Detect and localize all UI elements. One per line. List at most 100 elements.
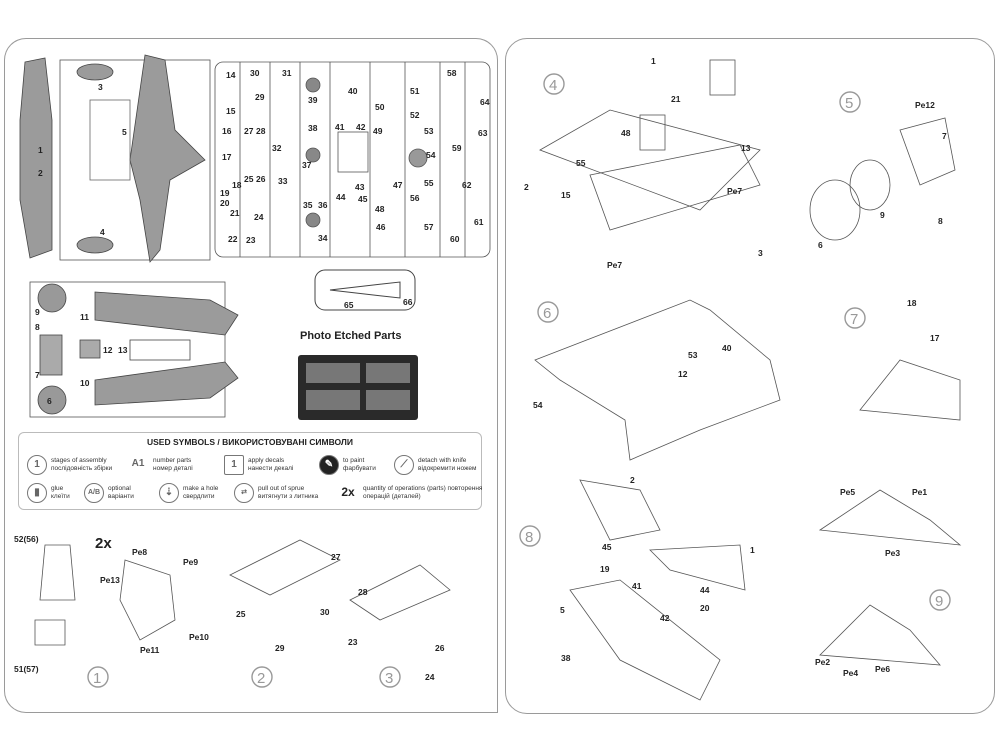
part-label: 24 [425, 672, 435, 682]
part-label: 21 [230, 208, 240, 218]
stage-1-number: 1 [93, 670, 101, 687]
part-label: 13 [118, 345, 128, 355]
stage-icon: 1 [27, 455, 47, 475]
part-label: 30 [320, 607, 330, 617]
stage-7-drawing [859, 359, 961, 421]
part-label: 17 [930, 333, 940, 343]
stage-8-drawing [569, 479, 746, 701]
part-label: 64 [480, 97, 490, 107]
glue-icon: ▮ [27, 483, 47, 503]
part-label: 51 [410, 86, 420, 96]
part-label: 54 [426, 150, 436, 160]
part-label: 53 [688, 350, 698, 360]
stage-2-3-drawing [229, 539, 451, 621]
stage-8-number: 8 [525, 529, 533, 546]
part-label: 48 [621, 128, 631, 138]
part-label: 14 [226, 70, 236, 80]
part-label: 13 [741, 143, 751, 153]
optional-icon: A/B [84, 483, 104, 503]
part-label: 56 [410, 193, 420, 203]
part-label: 12 [678, 369, 688, 379]
part-label: 46 [376, 222, 386, 232]
legend-text: quantity of operations (parts) повторенн… [363, 485, 483, 500]
sprue-c [29, 281, 239, 418]
legend-text: detach with knife відокремити ножем [418, 457, 477, 472]
part-label: 44 [700, 585, 710, 595]
part-label: 1 [38, 145, 43, 155]
part-label: 48 [375, 204, 385, 214]
stage-6-number: 6 [543, 305, 551, 322]
part-label: 2 [524, 182, 529, 192]
part-label: 31 [282, 68, 292, 78]
stage-9-number: 9 [935, 593, 943, 610]
part-label: 27 [244, 126, 254, 136]
part-label: 5 [122, 127, 127, 137]
part-label: 42 [356, 122, 366, 132]
part-label: 65 [344, 300, 354, 310]
part-label: 33 [278, 176, 288, 186]
part-label: 35 [303, 200, 313, 210]
part-label: 9 [35, 307, 40, 317]
part-label: 51(57) [14, 664, 39, 674]
part-label: Pe9 [183, 557, 199, 567]
part-label: 18 [907, 298, 917, 308]
part-label: 52(56) [14, 534, 39, 544]
part-label: 58 [447, 68, 457, 78]
part-label: 21 [671, 94, 681, 104]
part-label: 57 [424, 222, 434, 232]
legend-text: number parts номер деталі [153, 457, 193, 472]
part-label: 6 [47, 396, 52, 406]
part-label: 20 [220, 198, 230, 208]
part-label: 28 [358, 587, 368, 597]
part-label: 1 [651, 56, 656, 66]
part-label: 20 [700, 603, 710, 613]
part-label: 4 [100, 227, 105, 237]
part-label: 49 [373, 126, 383, 136]
part-label: 53 [424, 126, 434, 136]
part-label: 66 [403, 297, 413, 307]
stage-markers: 1 2 3 4 5 6 7 8 9 [87, 73, 951, 688]
photo-etched-fret [298, 355, 418, 420]
part-label: 7 [942, 131, 947, 141]
part-label: 9 [880, 210, 885, 220]
part-label: 8 [938, 216, 943, 226]
part-label: 22 [228, 234, 238, 244]
part-label: 42 [660, 613, 670, 623]
part-label: 3 [98, 82, 103, 92]
part-label: 38 [308, 123, 318, 133]
stage-6-drawing [534, 299, 781, 461]
part-label: 55 [576, 158, 586, 168]
part-label: 24 [254, 212, 264, 222]
clear-sprue [314, 269, 416, 311]
pull-icon: ⇄ [234, 483, 254, 503]
stage-3-number: 3 [385, 670, 393, 687]
part-label: Pe10 [189, 632, 209, 642]
part-label: 34 [318, 233, 328, 243]
part-label: 41 [632, 581, 642, 591]
part-label: 7 [35, 370, 40, 380]
part-label: 5 [560, 605, 565, 615]
stage-9-drawing [818, 489, 962, 666]
stages-1-3-panel [4, 512, 498, 713]
part-label: Pe12 [915, 100, 935, 110]
part-label: 43 [355, 182, 365, 192]
part-label: 37 [302, 160, 312, 170]
stages-4-9-panel [505, 38, 995, 714]
legend-title: USED SYMBOLS / ВИКОРИСТОВУВАНІ СИМВОЛИ [147, 437, 353, 447]
part-label: Pe3 [885, 548, 901, 558]
knife-icon: ⟋ [394, 455, 414, 475]
part-label: 41 [335, 122, 345, 132]
legend-text: glue клеїти [51, 485, 70, 500]
part-label: 26 [435, 643, 445, 653]
stage-4-drawing [539, 59, 761, 231]
part-label: 61 [474, 217, 484, 227]
part-label: 32 [272, 143, 282, 153]
part-label: 29 [275, 643, 285, 653]
quantity-mark: 2x [95, 535, 112, 552]
part-label: 6 [818, 240, 823, 250]
part-label: 23 [246, 235, 256, 245]
part-label: 2 [38, 168, 43, 178]
part-label: Pe2 [815, 657, 831, 667]
part-label: 50 [375, 102, 385, 112]
